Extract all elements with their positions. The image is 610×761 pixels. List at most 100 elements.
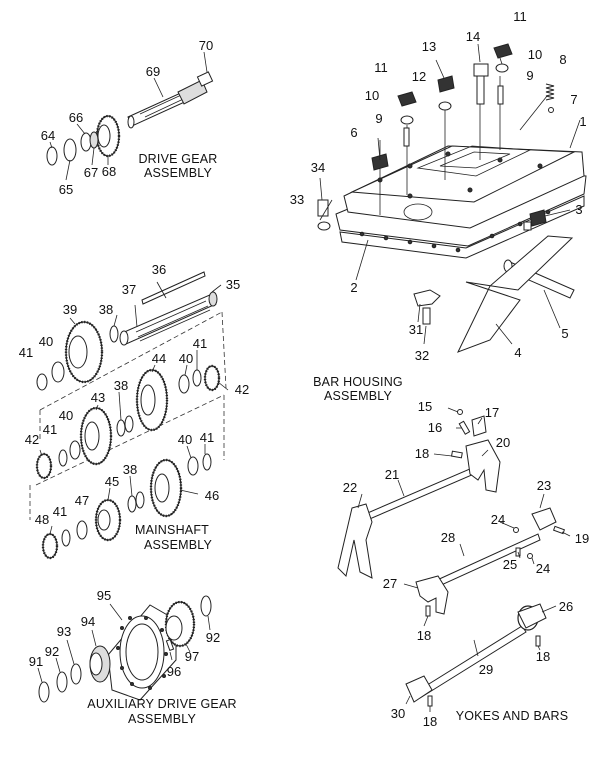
caption-aux-drive-line1: AUXILIARY DRIVE GEAR [87, 697, 236, 711]
drive-gear-shaft [127, 71, 214, 129]
pin-24a [513, 527, 519, 533]
washer-40a [51, 361, 65, 383]
plug-6 [371, 153, 389, 171]
washer-33 [317, 221, 331, 231]
part-label: 40 [59, 408, 73, 423]
part-label: 37 [122, 282, 136, 297]
part-number-labels: 70 69 66 64 65 67 68 11 13 14 10 8 9 7 1… [19, 9, 589, 729]
part-label: 12 [412, 69, 426, 84]
washer-47 [76, 520, 88, 540]
part-label: 43 [91, 390, 105, 405]
screw-18c [535, 635, 541, 647]
washer-38a [109, 325, 119, 343]
part-label: 66 [69, 110, 83, 125]
part-label: 46 [205, 488, 219, 503]
caption-bar-housing-line1: BAR HOUSING [313, 375, 403, 389]
part-label: 39 [63, 302, 77, 317]
part-label: 10 [365, 88, 379, 103]
part-label: 18 [415, 446, 429, 461]
yoke-20 [465, 439, 501, 493]
bar-housing-lower [339, 195, 585, 259]
part-label: 3 [575, 202, 582, 217]
washer-40b [178, 374, 190, 394]
bolt-14 [473, 63, 489, 105]
gear-45 [94, 498, 122, 542]
part-label: 15 [418, 399, 432, 414]
snap-ring-41d [202, 453, 212, 471]
part-label: 9 [375, 111, 382, 126]
bar-housing-cover [343, 145, 585, 229]
caption-drive-gear-line2: ASSEMBLY [144, 166, 213, 180]
part-label: 16 [428, 420, 442, 435]
bar-housing-plate [457, 235, 574, 353]
part-label: 7 [570, 92, 577, 107]
part-label: 65 [59, 182, 73, 197]
part-label: 64 [41, 128, 55, 143]
part-label: 38 [123, 462, 137, 477]
ball-7 [548, 107, 554, 113]
part-label: 30 [391, 706, 405, 721]
part-label: 41 [53, 504, 67, 519]
part-label: 13 [422, 39, 436, 54]
washer-66 [80, 132, 92, 152]
plug-13 [437, 75, 455, 93]
part-label: 32 [415, 348, 429, 363]
aux-snap-ring-92b [200, 595, 212, 617]
part-label: 42 [25, 432, 39, 447]
washer-40d [187, 456, 199, 476]
part-label: 31 [409, 322, 423, 337]
gear-42a [203, 364, 221, 392]
gear-43 [79, 406, 113, 466]
part-label: 36 [152, 262, 166, 277]
part-label: 27 [383, 576, 397, 591]
part-label: 18 [536, 649, 550, 664]
part-label: 45 [105, 474, 119, 489]
snap-ring-64 [46, 146, 58, 166]
gear-44 [135, 368, 169, 432]
plug-11-right [493, 43, 513, 73]
part-label: 38 [99, 302, 113, 317]
screw-19 [552, 525, 566, 535]
aux-snap-ring-92a [56, 671, 68, 693]
caption-aux-drive-line2: ASSEMBLY [128, 712, 197, 726]
pin-9-left [403, 127, 410, 147]
spring-8 [545, 83, 555, 101]
aux-housing-flange [107, 604, 177, 701]
yoke-23 [531, 507, 557, 531]
washer-38b2 [124, 415, 134, 433]
part-label: 97 [185, 649, 199, 664]
caption-mainshaft-line2: ASSEMBLY [144, 538, 213, 552]
washer-38b1 [116, 419, 126, 437]
part-label: 91 [29, 654, 43, 669]
snap-ring-41b [192, 369, 202, 387]
part-label: 8 [559, 52, 566, 67]
pin-24b [527, 553, 533, 559]
yokes-and-bars [337, 407, 571, 712]
part-label: 9 [526, 68, 533, 83]
part-label: 1 [579, 114, 586, 129]
part-label: 10 [528, 47, 542, 62]
part-label: 47 [75, 493, 89, 508]
part-label: 29 [479, 662, 493, 677]
caption-drive-gear-line1: DRIVE GEAR [138, 152, 217, 166]
shift-bar-21 [355, 461, 489, 525]
washer-38c2 [135, 491, 145, 509]
part-label: 70 [199, 38, 213, 53]
yoke-27 [415, 575, 449, 615]
caption-bar-housing-line2: ASSEMBLY [324, 389, 393, 403]
snap-ring-41a [36, 373, 48, 391]
part-label: 25 [503, 557, 517, 572]
mainshaft-key [141, 271, 206, 305]
part-label: 20 [496, 435, 510, 450]
part-label: 40 [179, 351, 193, 366]
part-label: 94 [81, 614, 95, 629]
part-label: 18 [423, 714, 437, 729]
auxiliary-drive-gear-assembly [37, 595, 212, 703]
part-label: 41 [43, 422, 57, 437]
part-label: 96 [167, 664, 181, 679]
part-label: 24 [491, 512, 505, 527]
part-label: 17 [485, 405, 499, 420]
aux-snap-ring-91 [38, 681, 50, 703]
drive-gear-assembly [46, 51, 214, 181]
